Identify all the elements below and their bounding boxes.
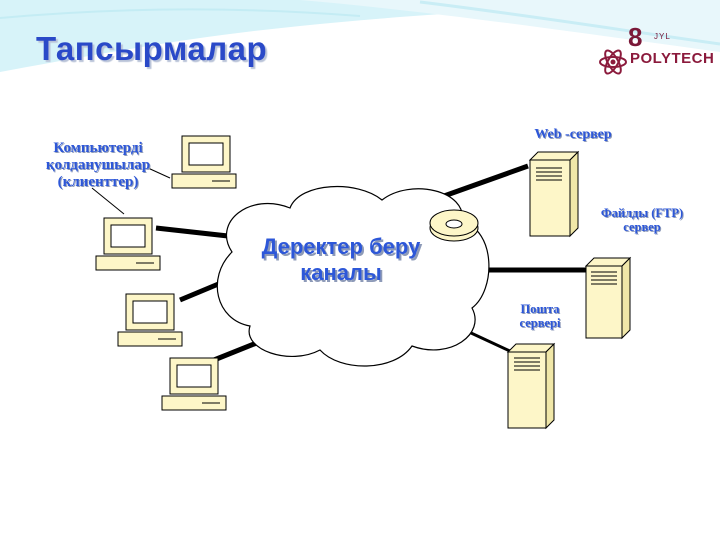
client-computer-4-icon xyxy=(161,357,227,411)
header-wave-decoration xyxy=(0,0,720,72)
mail-server-label: Пошта сервері xyxy=(519,302,561,330)
mail-server-icon xyxy=(506,342,556,430)
ftp-server-icon xyxy=(584,256,632,340)
data-channel-cloud xyxy=(216,185,490,367)
atom-logo-icon xyxy=(599,49,627,75)
client-computer-3-icon xyxy=(117,293,183,347)
web-server-icon xyxy=(528,150,580,238)
data-channel-label: Деректер беру каналы xyxy=(261,234,421,286)
clients-label: Компьютерді қолданушылар (клиенттер) xyxy=(45,140,151,190)
polytech-logo: 8 JYL POLYTECH xyxy=(594,22,714,80)
logo-small-text: JYL xyxy=(654,32,671,41)
clients-pointer-1 xyxy=(147,167,171,179)
web-server-label: Web -сервер xyxy=(534,127,612,142)
logo-name: POLYTECH xyxy=(630,50,715,67)
link-web-server xyxy=(443,163,529,199)
client-computer-1-icon xyxy=(171,135,237,189)
client-computer-2-icon xyxy=(95,217,161,271)
logo-number: 8 xyxy=(628,22,643,52)
page-title: Тапсырмалар xyxy=(36,30,268,67)
clients-pointer-2 xyxy=(91,187,125,215)
router-icon xyxy=(429,209,479,242)
ftp-server-label: Файлды (FTP) сервер xyxy=(600,206,684,234)
